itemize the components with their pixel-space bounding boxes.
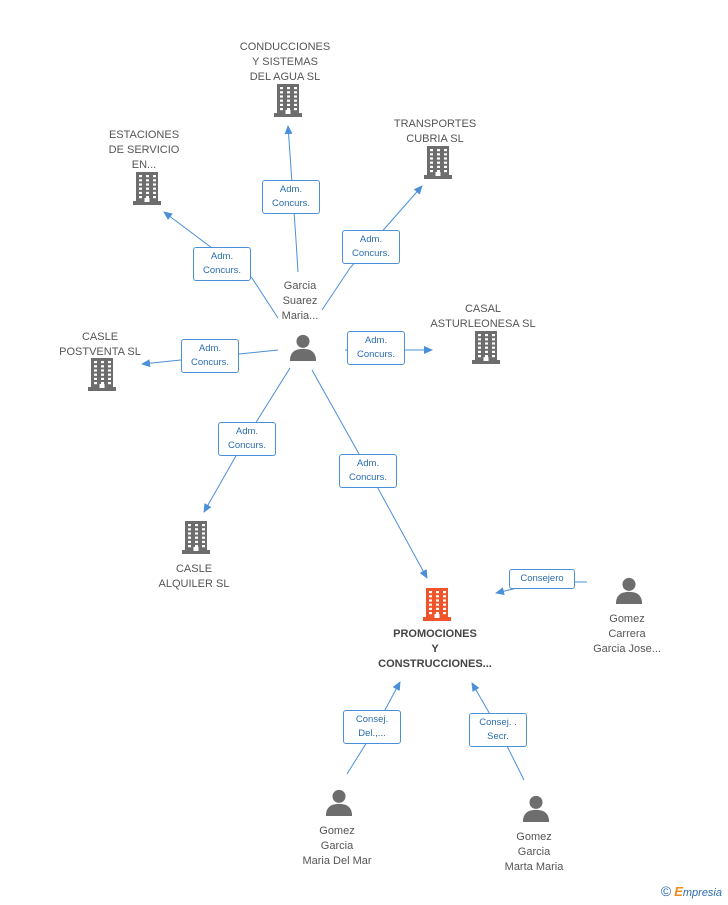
node-label-transportes[interactable]: TRANSPORTES CUBRIA SL (393, 118, 477, 145)
edge-role-label[interactable]: Consejero (509, 569, 575, 589)
node-label-estaciones[interactable]: ESTACIONES DE SERVICIO EN... (108, 129, 180, 171)
node-label-gomez-mar[interactable]: Gomez Garcia Maria Del Mar (302, 825, 372, 867)
edge-role-label[interactable]: Adm. Concurs. (339, 454, 397, 488)
node-label-postventa[interactable]: CASLE POSTVENTA SL (59, 331, 141, 358)
person-icon[interactable] (522, 794, 550, 827)
node-label-gomez-marta[interactable]: Gomez Garcia Marta Maria (504, 831, 564, 873)
edge-line (284, 125, 299, 273)
node-label-casal[interactable]: CASAL ASTURLEONESA SL (430, 303, 536, 330)
node-label-promociones[interactable]: PROMOCIONES Y CONSTRUCCIONES... (378, 628, 492, 670)
edge-line (163, 211, 279, 319)
person-icon[interactable] (289, 333, 317, 366)
edge-role-label[interactable]: Adm. Concurs. (342, 230, 400, 264)
edge-line (321, 185, 423, 311)
brand-name: mpresia (682, 887, 722, 899)
company-building-icon[interactable] (132, 171, 162, 210)
company-building-icon[interactable] (87, 357, 117, 396)
brand-initial: E (674, 884, 683, 899)
node-label-alquiler[interactable]: CASLE ALQUILER SL (158, 563, 230, 590)
copyright-icon: © (660, 883, 672, 899)
edge-role-label[interactable]: Adm. Concurs. (218, 422, 276, 456)
person-icon[interactable] (325, 788, 353, 821)
edge-role-label[interactable]: Adm. Concurs. (347, 331, 405, 365)
company-building-icon[interactable] (423, 145, 453, 184)
person-icon[interactable] (615, 576, 643, 609)
node-label-garcia-suarez[interactable]: Garcia Suarez Maria... (281, 280, 319, 322)
footer-brand[interactable]: © Empresia (661, 883, 722, 899)
edge-role-label[interactable]: Consej. . Secr. (469, 713, 527, 747)
company-building-icon[interactable] (181, 520, 211, 559)
company-building-icon[interactable] (273, 83, 303, 122)
company-building-icon[interactable] (471, 330, 501, 369)
edge-role-label[interactable]: Adm. Concurs. (262, 180, 320, 214)
edge-role-label[interactable]: Adm. Concurs. (181, 339, 239, 373)
edge-role-label[interactable]: Adm. Concurs. (193, 247, 251, 281)
edge-role-label[interactable]: Consej. Del.,... (343, 710, 401, 744)
focus-company-building-icon[interactable] (422, 587, 452, 626)
node-label-conducciones[interactable]: CONDUCCIONES Y SISTEMAS DEL AGUA SL (239, 41, 331, 83)
node-label-gomez-carrera[interactable]: Gomez Carrera Garcia Jose... (593, 613, 661, 655)
